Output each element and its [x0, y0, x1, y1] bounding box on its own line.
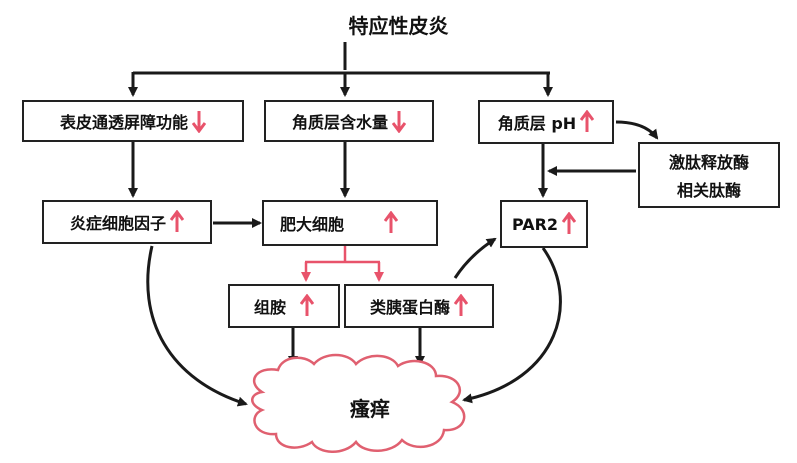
increase-arrow-icon	[562, 212, 577, 234]
node-mast-cell: 肥大细胞	[262, 200, 438, 246]
node-barrier-function: 表皮通透屏障功能	[22, 100, 244, 142]
node-histamine: 组胺	[228, 284, 340, 328]
itch-outcome-label: 瘙痒	[350, 397, 390, 421]
increase-arrow-icon	[170, 210, 184, 232]
edge-inflammatory-itch	[146, 245, 248, 407]
itch-cloud-shape	[251, 353, 466, 453]
node-inflammatory-cytokines-label: 炎症细胞因子	[69, 214, 166, 233]
node-kallikrein-line1: 激肽释放酶	[668, 153, 749, 172]
node-par2: PAR2	[500, 200, 588, 248]
node-par2-label: PAR2	[511, 214, 559, 234]
increase-arrow-icon	[300, 294, 314, 316]
node-tryptase: 类胰蛋白酶	[344, 284, 494, 328]
node-kallikrein-line2: 相关肽酶	[676, 181, 741, 200]
decrease-arrow-icon	[192, 111, 206, 133]
node-stratum-hydration: 角质层含水量	[264, 100, 434, 142]
decrease-arrow-icon	[392, 111, 406, 133]
increase-arrow-icon	[384, 211, 399, 233]
node-barrier-function-label: 表皮通透屏障功能	[59, 113, 188, 132]
node-histamine-label: 组胺	[253, 298, 286, 317]
node-stratum-ph: 角质层 pH	[478, 100, 614, 144]
node-inflammatory-cytokines: 炎症细胞因子	[42, 200, 212, 244]
node-stratum-ph-label: 角质层 pH	[497, 114, 577, 133]
edge-par2-itch	[462, 247, 562, 404]
root-title: 特应性皮炎	[348, 14, 449, 38]
node-kallikrein: 激肽释放酶 相关肽酶	[638, 142, 780, 208]
node-mast-cell-label: 肥大细胞	[280, 215, 345, 234]
edge-tryptase-par2	[453, 237, 497, 279]
edge-ph-kallikrein	[615, 120, 659, 140]
increase-arrow-icon	[580, 110, 595, 132]
increase-arrow-icon	[454, 294, 468, 316]
node-stratum-hydration-label: 角质层含水量	[291, 113, 388, 132]
node-tryptase-label: 类胰蛋白酶	[369, 298, 450, 317]
